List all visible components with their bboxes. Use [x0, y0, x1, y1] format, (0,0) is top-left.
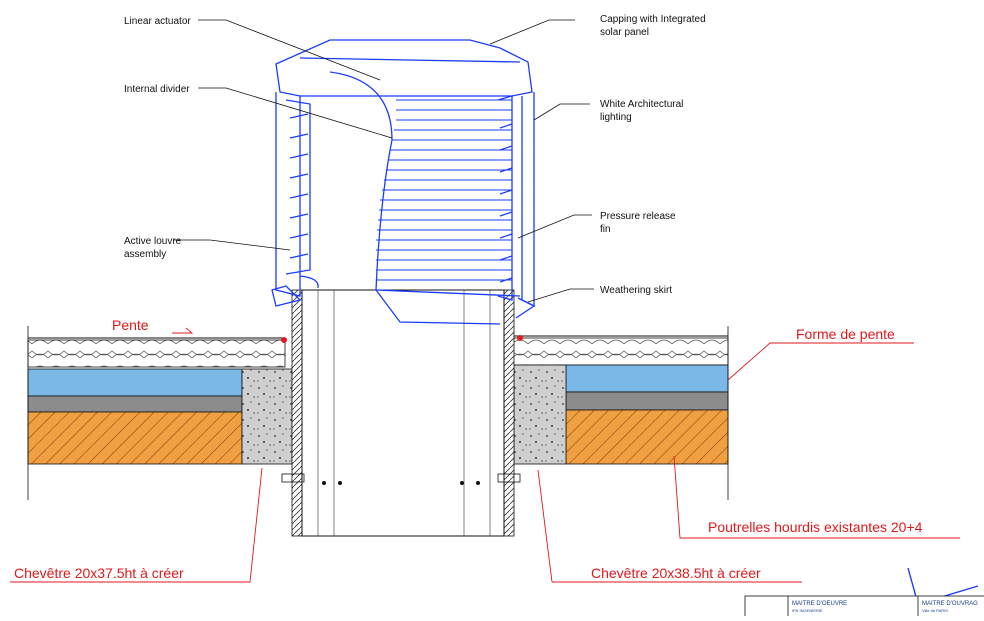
title-maitre-ouvrage: MAITRE D'OUVRAG — [922, 601, 978, 607]
label-weathering-skirt: Weathering skirt — [600, 285, 672, 296]
callout-poutrelles: Poutrelles hourdis existantes 20+4 — [708, 519, 923, 535]
duct-shaft — [281, 289, 523, 537]
callout-pente: Pente — [112, 317, 149, 333]
label-active-louvre-line2: assembly — [124, 249, 166, 260]
label-capping-line1: Capping with Integrated — [600, 14, 706, 25]
roof-left — [27, 326, 293, 500]
label-capping-line2: solar panel — [600, 27, 649, 38]
label-internal-divider: Internal divider — [124, 84, 190, 95]
title-maitre-oeuvre: MAITRE D'OEUVRE — [792, 601, 847, 607]
label-pressure-release-line1: Pressure release — [600, 211, 676, 222]
callout-chevetre-right: Chevêtre 20x38.5ht à créer — [591, 565, 761, 581]
leader-lines — [174, 19, 594, 303]
callout-forme-de-pente: Forme de pente — [796, 326, 895, 342]
title-maitre-oeuvre-sub: IFN INGENIERIE — [792, 608, 823, 613]
title-block: MAITRE D'OEUVRE IFN INGENIERIE MAITRE D'… — [744, 567, 984, 619]
callout-lines — [10, 327, 960, 583]
label-pressure-release-line2: fin — [600, 224, 611, 235]
roof-right — [511, 326, 729, 500]
callout-chevetre-left: Chevêtre 20x37.5ht à créer — [14, 565, 184, 581]
label-linear-actuator: Linear actuator — [124, 16, 191, 27]
label-white-lighting-line1: White Architectural — [600, 99, 683, 110]
title-maitre-ouvrage-sub: Ville de PARIS — [922, 608, 948, 613]
ventilator-unit — [271, 39, 536, 325]
label-active-louvre-line1: Active louvre — [124, 236, 182, 247]
label-white-lighting-line2: lighting — [600, 112, 632, 123]
